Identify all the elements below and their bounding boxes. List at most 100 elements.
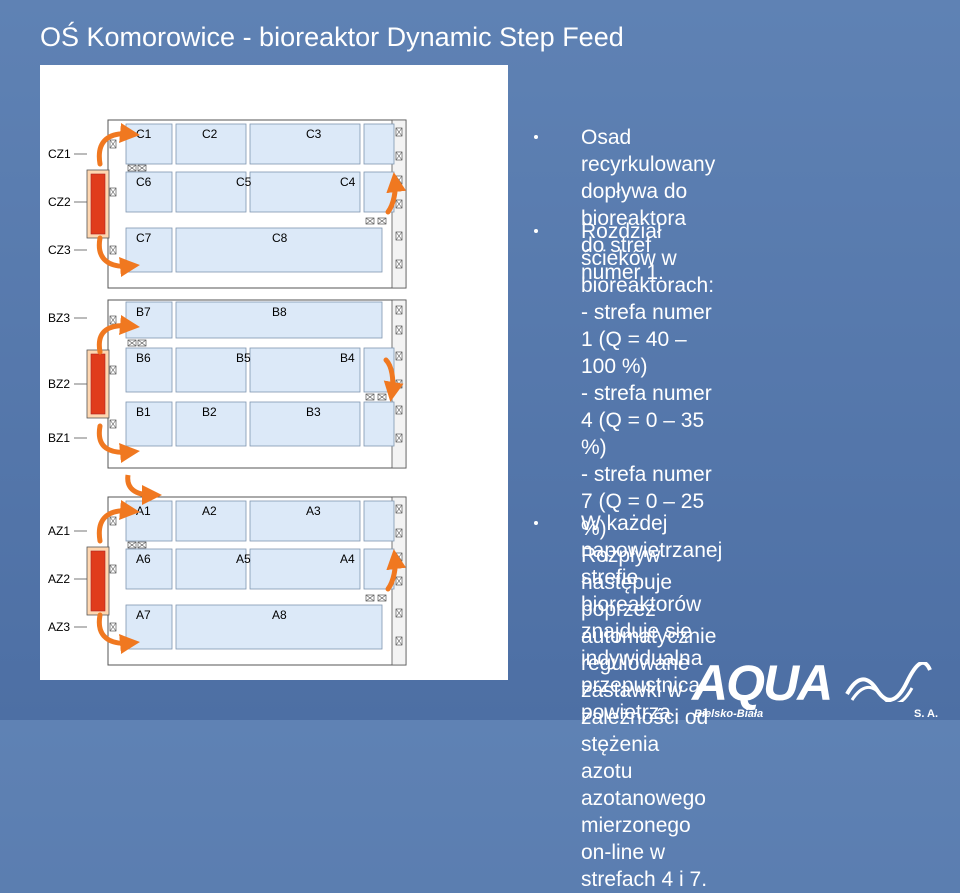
valve-icon bbox=[395, 151, 403, 161]
chamber bbox=[363, 401, 395, 447]
flow-arrow bbox=[96, 235, 140, 277]
chamber bbox=[363, 123, 395, 165]
flow-arrow bbox=[96, 500, 140, 544]
valve-cross bbox=[395, 608, 403, 618]
bullet-dot-icon bbox=[534, 229, 538, 233]
valve-icon bbox=[395, 379, 403, 389]
chamber bbox=[363, 500, 395, 542]
valve-icon bbox=[365, 217, 375, 225]
valve-cross bbox=[395, 504, 403, 514]
valve-cross bbox=[395, 433, 403, 443]
chamber-label: B7 bbox=[136, 305, 151, 319]
bullet-text: W każdej napowietrzanej strefie bioreakt… bbox=[581, 512, 723, 724]
chamber bbox=[175, 171, 247, 213]
logo-wordmark: AQUA bbox=[692, 655, 833, 711]
inlet-feed bbox=[90, 550, 106, 612]
valve-icon bbox=[109, 245, 117, 255]
chamber bbox=[249, 171, 361, 213]
valve-cross bbox=[395, 199, 403, 209]
chamber-label: B3 bbox=[306, 405, 321, 419]
chamber-label: B8 bbox=[272, 305, 287, 319]
valve-cross bbox=[109, 419, 117, 429]
valve-cross bbox=[109, 365, 117, 375]
logo-wave-icon bbox=[845, 662, 932, 702]
valve-cross bbox=[395, 405, 403, 415]
chamber bbox=[249, 401, 361, 447]
valve-cross bbox=[377, 594, 387, 602]
valve-cross bbox=[127, 164, 137, 172]
aqua-logo: AQUA Bielsko-Biała S. A. bbox=[692, 655, 960, 720]
inlet-feed bbox=[90, 173, 106, 235]
chamber bbox=[175, 301, 383, 339]
valve-icon bbox=[377, 217, 387, 225]
valve-icon bbox=[395, 259, 403, 269]
valve-cross bbox=[365, 217, 375, 225]
valve-icon bbox=[395, 576, 403, 586]
inlet-feed bbox=[90, 353, 106, 415]
chamber bbox=[249, 500, 361, 542]
valve-icon bbox=[137, 541, 147, 549]
flow-arrow bbox=[96, 612, 140, 654]
valve-icon bbox=[109, 564, 117, 574]
bullet-text: Osad recyrkulowany dopływa do bioreaktor… bbox=[581, 126, 716, 284]
valve-icon bbox=[395, 433, 403, 443]
valve-icon bbox=[127, 339, 137, 347]
valve-icon bbox=[109, 516, 117, 526]
chamber bbox=[249, 123, 361, 165]
valve-icon bbox=[377, 393, 387, 401]
bullet-dot-icon bbox=[534, 135, 538, 139]
valve-cross bbox=[395, 305, 403, 315]
chamber bbox=[175, 347, 247, 393]
valve-cross bbox=[395, 325, 403, 335]
valve-icon bbox=[109, 187, 117, 197]
chamber-label: C5 bbox=[236, 175, 252, 189]
valve-cross bbox=[109, 187, 117, 197]
chamber-label: A5 bbox=[236, 552, 251, 566]
valve-cross bbox=[127, 541, 137, 549]
chamber bbox=[175, 604, 383, 650]
chamber bbox=[175, 123, 247, 165]
flow-arrow bbox=[385, 172, 407, 215]
valve-icon bbox=[377, 594, 387, 602]
valve-cross bbox=[395, 259, 403, 269]
valve-cross bbox=[109, 139, 117, 149]
valve-cross bbox=[365, 393, 375, 401]
chamber-label: B2 bbox=[202, 405, 217, 419]
valve-cross bbox=[109, 564, 117, 574]
zone-label: CZ3 bbox=[48, 243, 71, 257]
chamber-label: C6 bbox=[136, 175, 152, 189]
chamber-label: B6 bbox=[136, 351, 151, 365]
chamber-label: A6 bbox=[136, 552, 151, 566]
page-title: OŚ Komorowice - bioreaktor Dynamic Step … bbox=[40, 22, 624, 52]
valve-cross bbox=[127, 339, 137, 347]
zone-label: BZ2 bbox=[48, 377, 70, 391]
valve-icon bbox=[109, 139, 117, 149]
chamber-label: C8 bbox=[272, 231, 288, 245]
valve-icon bbox=[109, 315, 117, 325]
chamber-label: A3 bbox=[306, 504, 321, 518]
flow-arrow bbox=[96, 423, 140, 463]
valve-icon bbox=[395, 325, 403, 335]
valve-cross bbox=[109, 315, 117, 325]
valve-cross bbox=[137, 339, 147, 347]
valve-icon bbox=[395, 305, 403, 315]
flow-arrow bbox=[385, 549, 407, 592]
chamber-label: A1 bbox=[136, 504, 151, 518]
chamber bbox=[249, 347, 361, 393]
valve-icon bbox=[365, 594, 375, 602]
valve-icon bbox=[395, 636, 403, 646]
valve-cross bbox=[365, 594, 375, 602]
flow-arrow bbox=[96, 123, 140, 167]
valve-cross bbox=[109, 516, 117, 526]
valve-cross bbox=[395, 636, 403, 646]
bullet-dot-icon bbox=[534, 521, 538, 525]
valve-cross bbox=[395, 127, 403, 137]
chamber bbox=[175, 227, 383, 273]
valve-icon bbox=[109, 419, 117, 429]
chamber bbox=[175, 548, 247, 590]
valve-icon bbox=[109, 365, 117, 375]
chamber-label: A8 bbox=[272, 608, 287, 622]
